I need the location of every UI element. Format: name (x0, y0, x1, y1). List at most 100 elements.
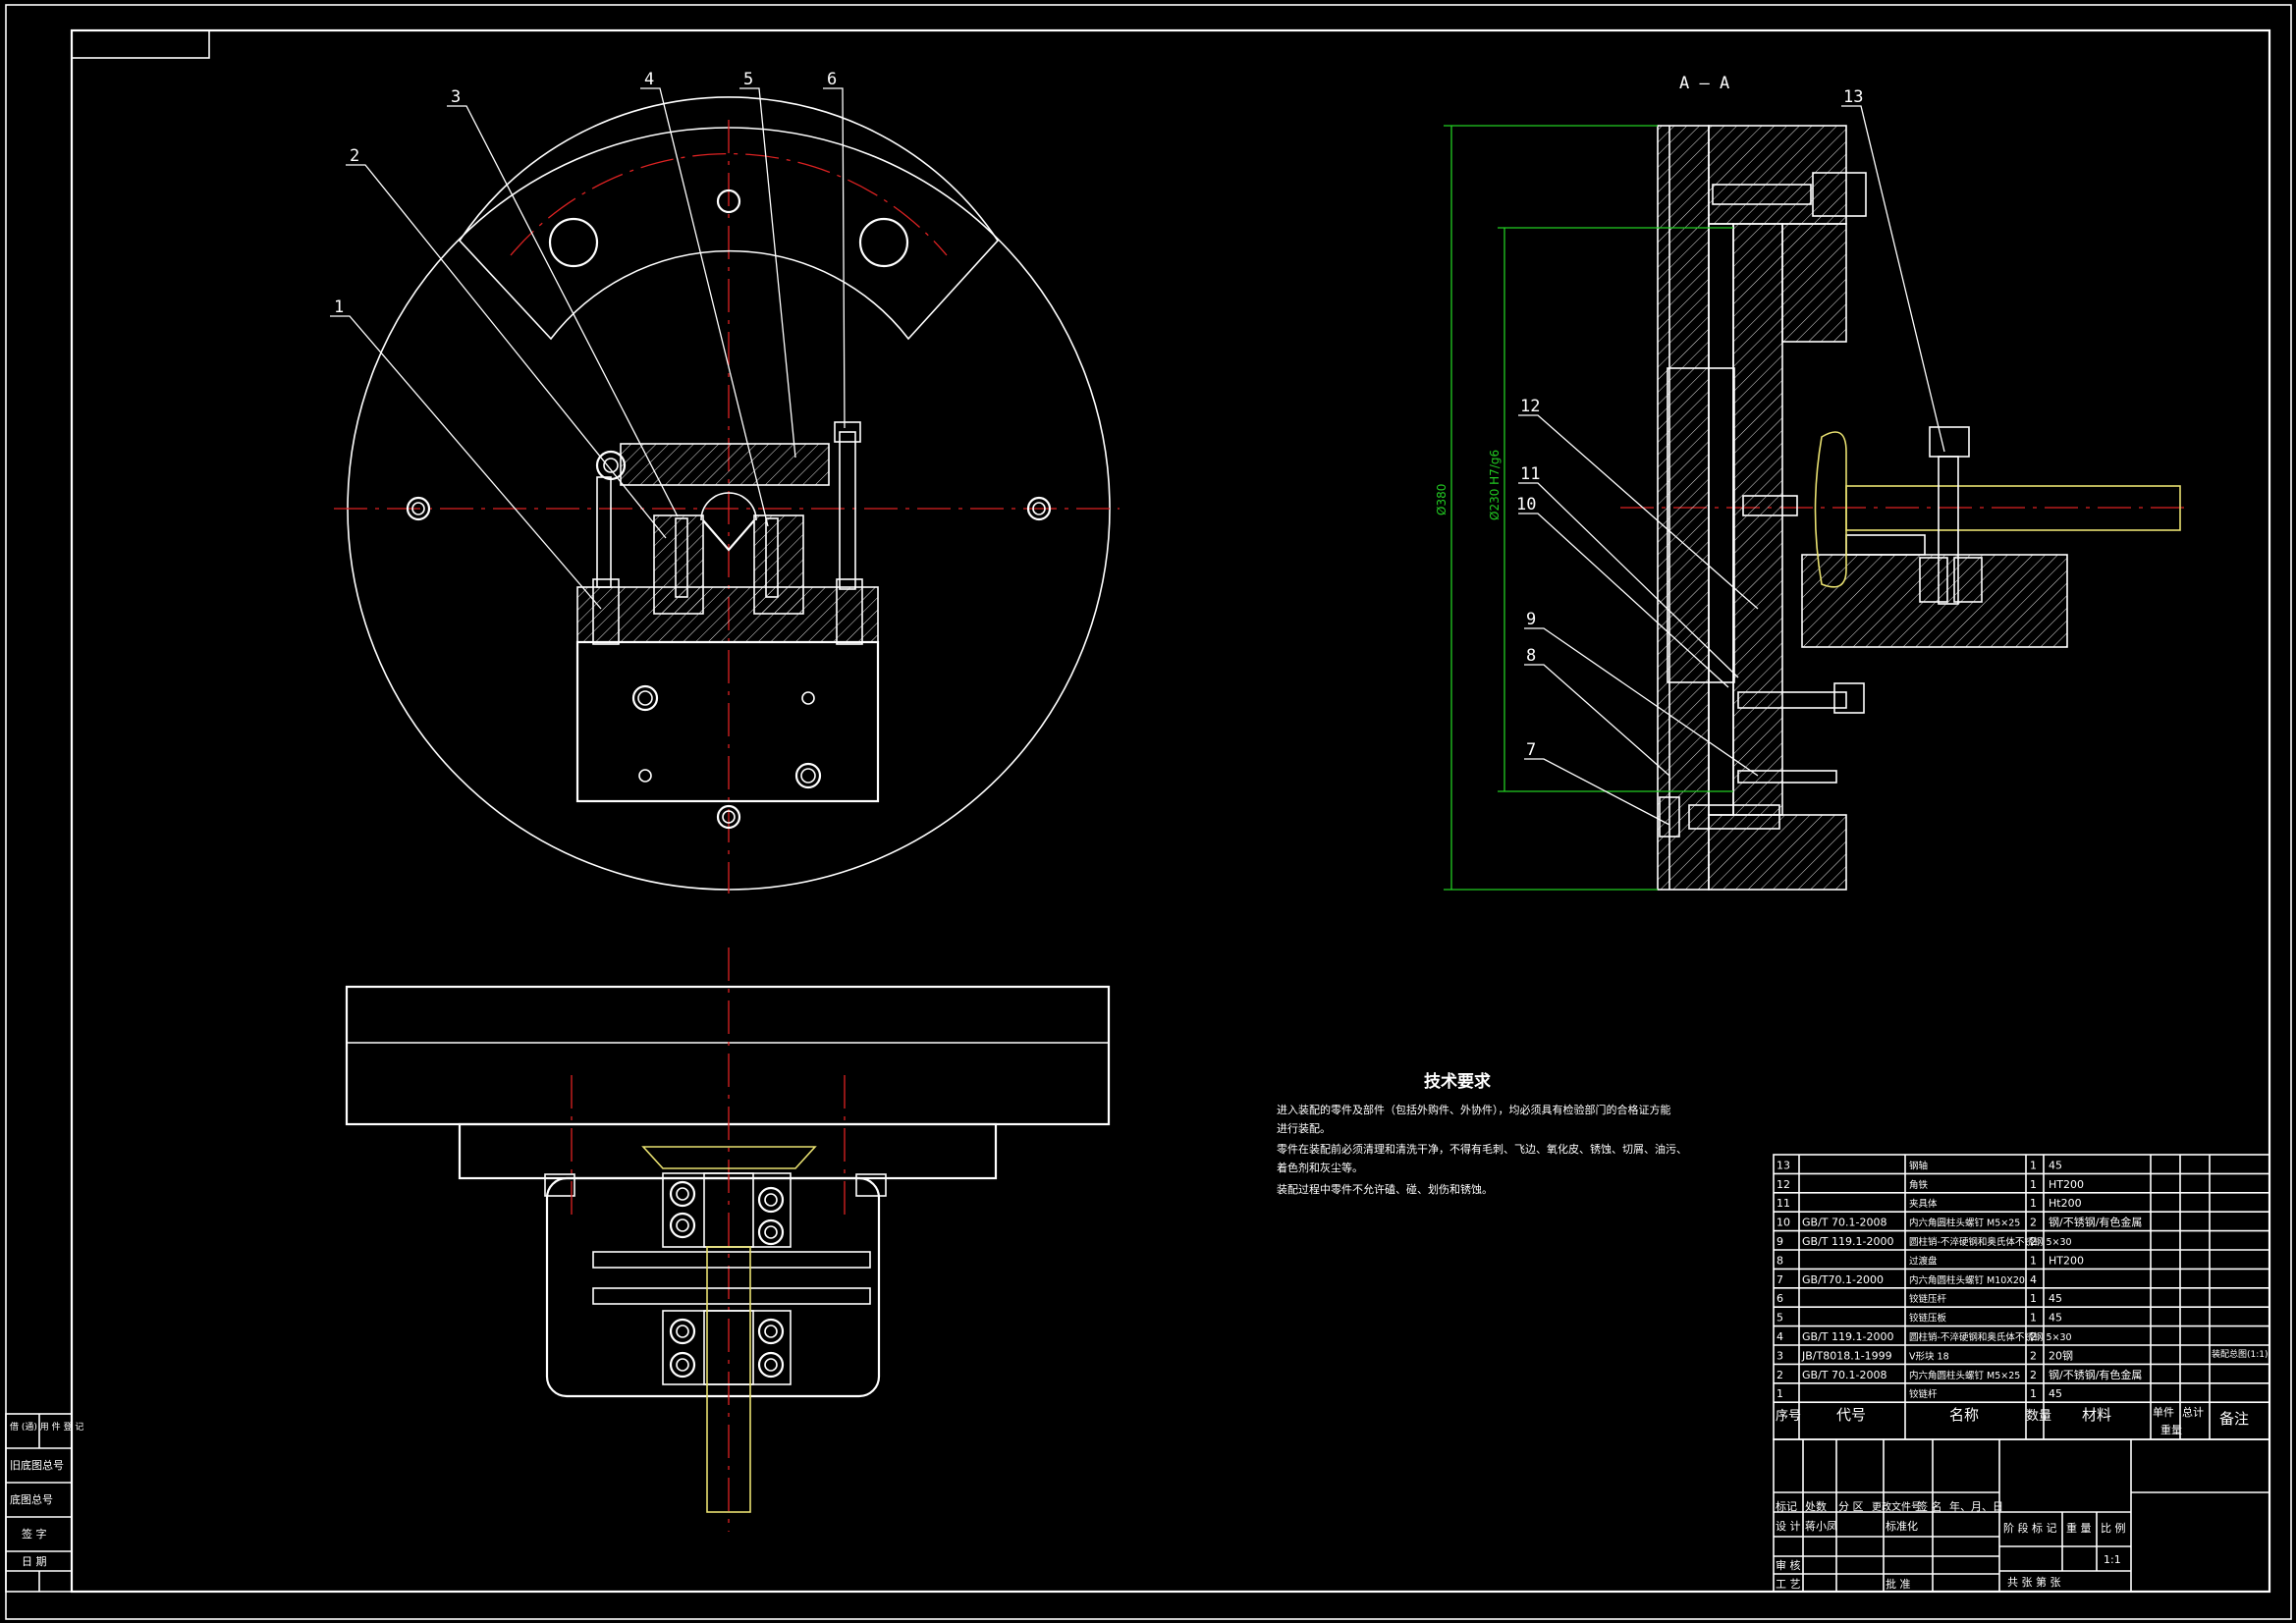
front-callouts: 1 2 3 4 5 6 (330, 70, 846, 610)
bom-header-name: 名称 (1949, 1406, 1979, 1424)
bom-row-no: 7 (1777, 1273, 1783, 1286)
tech-line-1: 进入装配的零件及部件（包括外购件、外协件），均必须具有检验部门的合格证方能 (1277, 1103, 1671, 1116)
bom-row-no: 13 (1777, 1159, 1790, 1171)
bom-row-qty: 1 (2030, 1178, 2037, 1191)
hinge-plate (620, 443, 830, 486)
bom-row-qty: 1 (2030, 1387, 2037, 1400)
bom-row-name: 夹具体 (1909, 1198, 1938, 1210)
tech-line-2: 进行装配。 (1277, 1122, 1331, 1135)
section-callouts: 13 12 11 10 9 8 7 (1516, 87, 1945, 826)
bom-row-no: 11 (1777, 1197, 1790, 1210)
bom-row-material: Ht200 (2049, 1197, 2082, 1210)
bom-row-no: 4 (1777, 1330, 1783, 1343)
bom-row-name: 内六角圆柱头螺钉 M5×25 (1909, 1217, 2020, 1229)
hex-nut-left (548, 217, 599, 268)
hex-nut-right (858, 217, 909, 268)
tb-label-sign: 签 名 (1917, 1499, 1942, 1513)
bom-row-name: 过渡盘 (1909, 1255, 1938, 1267)
bom-side-remark: 装配总图(1:1) (2212, 1348, 2269, 1360)
bom-row-material: 钢/不锈钢/有色金属 (2049, 1368, 2142, 1381)
tb-weight-label: 重 量 (2066, 1521, 2092, 1535)
bom-header-material: 材料 (2082, 1406, 2111, 1424)
tb-designer: 蒋小凤 (1805, 1520, 1837, 1533)
callout-3: 3 (451, 87, 461, 107)
arc-slot (458, 96, 1000, 341)
callout-13: 13 (1843, 87, 1863, 107)
bom-header-total: 总计 (2182, 1405, 2204, 1419)
tb-label-file: 更改文件号 (1872, 1500, 1921, 1513)
bom-row-qty: 2 (2030, 1330, 2037, 1343)
bom-row-code: GB/T70.1-2000 (1802, 1273, 1884, 1286)
section-label: A — A (1679, 74, 1729, 93)
tb-label-zone: 分 区 (1838, 1500, 1864, 1513)
tb-label-mark: 标记 (1776, 1499, 1797, 1513)
tb-label-date: 年、月、日 (1949, 1499, 2003, 1513)
bom-row-material: 钢/不锈钢/有色金属 (2049, 1216, 2142, 1229)
callout-12: 12 (1520, 397, 1540, 416)
bom-row-no: 6 (1777, 1292, 1783, 1305)
bom-row-name: 圆柱销-不淬硬钢和奥氏体不锈钢 5×30 (1909, 1331, 2072, 1343)
bom-row-name: 角铁 (1909, 1179, 1929, 1191)
callout-8: 8 (1526, 646, 1536, 666)
bom-row-material: 45 (2049, 1292, 2062, 1305)
tech-title: 技术要求 (1424, 1071, 1491, 1092)
bom-row-qty: 1 (2030, 1159, 2037, 1171)
v-block-left (653, 514, 704, 615)
tb-design-label: 设 计 (1776, 1520, 1801, 1533)
tb-std-label: 标准化 (1886, 1519, 1918, 1533)
bom-header-remark: 备注 (2219, 1410, 2249, 1428)
v-block-right (753, 514, 804, 615)
tb-process-label: 工 艺 (1776, 1578, 1801, 1591)
tb-label-count: 处数 (1805, 1500, 1827, 1513)
bom-row-qty: 2 (2030, 1217, 2037, 1229)
bom-header-code: 代号 (1836, 1406, 1866, 1424)
tech-line-3: 零件在装配前必须清理和清洗干净，不得有毛刺、飞边、氧化皮、锈蚀、切屑、油污、 (1277, 1142, 1687, 1156)
outer-border (5, 4, 2292, 1620)
bom-row-no: 12 (1777, 1178, 1790, 1191)
bom-row-qty: 2 (2030, 1349, 2037, 1362)
bom-row-no: 10 (1777, 1217, 1790, 1229)
callout-7: 7 (1526, 740, 1536, 760)
callout-11: 11 (1520, 464, 1540, 484)
tb-check-label: 审 核 (1776, 1558, 1801, 1572)
bom-row-qty: 1 (2030, 1197, 2037, 1210)
strip-label-3: 底图总号 (10, 1492, 53, 1506)
bom-row-code: JB/T8018.1-1999 (1801, 1349, 1892, 1362)
tb-scale: 1:1 (2104, 1553, 2121, 1566)
strip-label-4: 签 字 (22, 1527, 47, 1541)
bom-row-no: 9 (1777, 1235, 1783, 1248)
base-block (576, 586, 879, 643)
bom-row-material: 45 (2049, 1312, 2062, 1325)
bom-row-qty: 1 (2030, 1312, 2037, 1325)
bom-row-name: 圆柱销-不淬硬钢和奥氏体不锈钢 5×30 (1909, 1236, 2072, 1248)
tech-requirements: 技术要求 进入装配的零件及部件（包括外购件、外协件），均必须具有检验部门的合格证… (1277, 1071, 1687, 1196)
drawing-number-box (71, 29, 210, 59)
bom-row-name: 内六角圆柱头螺钉 M5×25 (1909, 1370, 2020, 1381)
tb-sheets: 共 张 第 张 (2007, 1575, 2061, 1589)
shaft-bottom (706, 1246, 751, 1513)
bom-row-code: GB/T 119.1-2000 (1802, 1235, 1893, 1248)
callout-5: 5 (743, 70, 753, 89)
bom-header-weight: 重量 (2160, 1423, 2182, 1436)
tech-line-4: 着色剂和灰尘等。 (1277, 1161, 1363, 1174)
bom-row-qty: 2 (2030, 1369, 2037, 1381)
callout-2: 2 (350, 146, 359, 166)
bom-row-qty: 2 (2030, 1235, 2037, 1248)
bom-row-name: 铰链压杆 (1909, 1293, 1947, 1305)
bom-row-no: 8 (1777, 1254, 1783, 1267)
bom-row-name: 钢轴 (1909, 1160, 1928, 1171)
bom-header-no: 序号 (1776, 1409, 1801, 1424)
strip-label-5: 日 期 (22, 1555, 47, 1568)
bom-row-material: 20钢 (2049, 1349, 2073, 1362)
handwheel (1814, 431, 1847, 588)
angle-iron (1801, 554, 2068, 648)
section-view: A — A Ø380 Ø230 H (1435, 74, 2190, 891)
inner-frame (70, 28, 2271, 1594)
callout-9: 9 (1526, 610, 1536, 629)
bom-row-material: 45 (2049, 1387, 2062, 1400)
bom-row-material: 45 (2049, 1159, 2062, 1171)
bom-row-name: V形块 18 (1909, 1350, 1949, 1362)
shaft-section (1845, 485, 2181, 531)
